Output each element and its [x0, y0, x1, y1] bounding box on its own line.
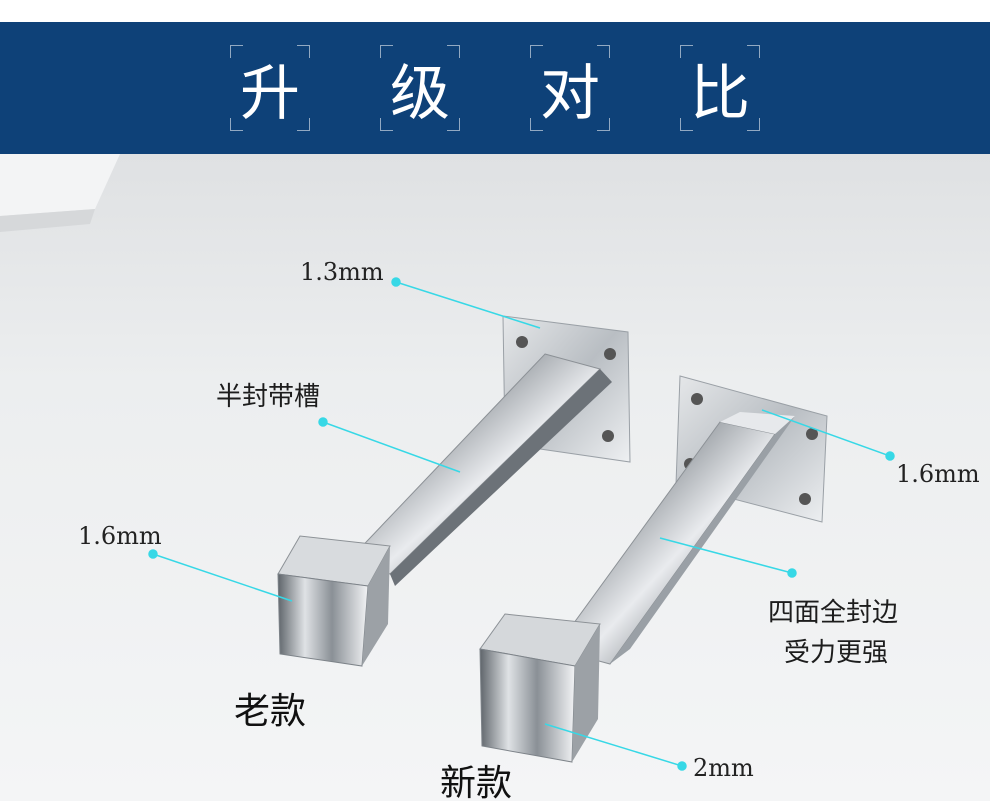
title-char-3: 对: [530, 45, 610, 131]
screw-hole-icon: [602, 430, 614, 442]
screw-hole-icon: [691, 393, 703, 405]
new-feature-label-2: 受力更强: [784, 638, 889, 668]
new-plate-thickness-label: 1.6mm: [896, 460, 980, 488]
old-plate-thickness-label: 1.3mm: [300, 258, 384, 286]
new-feature-label-1: 四面全封边: [768, 598, 899, 628]
title-banner: 升 级 对 比: [0, 22, 990, 154]
old-end-cap: [277, 573, 369, 667]
screw-hole-icon: [799, 493, 811, 505]
screw-hole-icon: [516, 336, 528, 348]
background-shelf: [0, 154, 120, 216]
screw-hole-icon: [806, 428, 818, 440]
new-cap-thickness-label: 2mm: [693, 754, 754, 782]
new-model-label: 新款: [440, 763, 513, 801]
title-row: 升 级 对 比: [0, 22, 990, 154]
bracket-illustration: [0, 154, 895, 771]
title-char-2: 级: [380, 45, 460, 131]
new-end-cap: [479, 648, 576, 763]
product-photo: 1.3mm 半封带槽 1.6mm 老款 1.6mm 四面全封边 受力更强 2mm…: [0, 154, 990, 801]
title-char-1: 升: [230, 45, 310, 131]
old-model-label: 老款: [234, 691, 307, 732]
callout-lines: [148, 277, 895, 771]
old-bracket-arm: [349, 353, 601, 575]
screw-hole-icon: [604, 348, 616, 360]
old-slot-label: 半封带槽: [216, 382, 321, 412]
title-char-4: 比: [680, 45, 760, 131]
old-cap-thickness-label: 1.6mm: [78, 522, 162, 550]
